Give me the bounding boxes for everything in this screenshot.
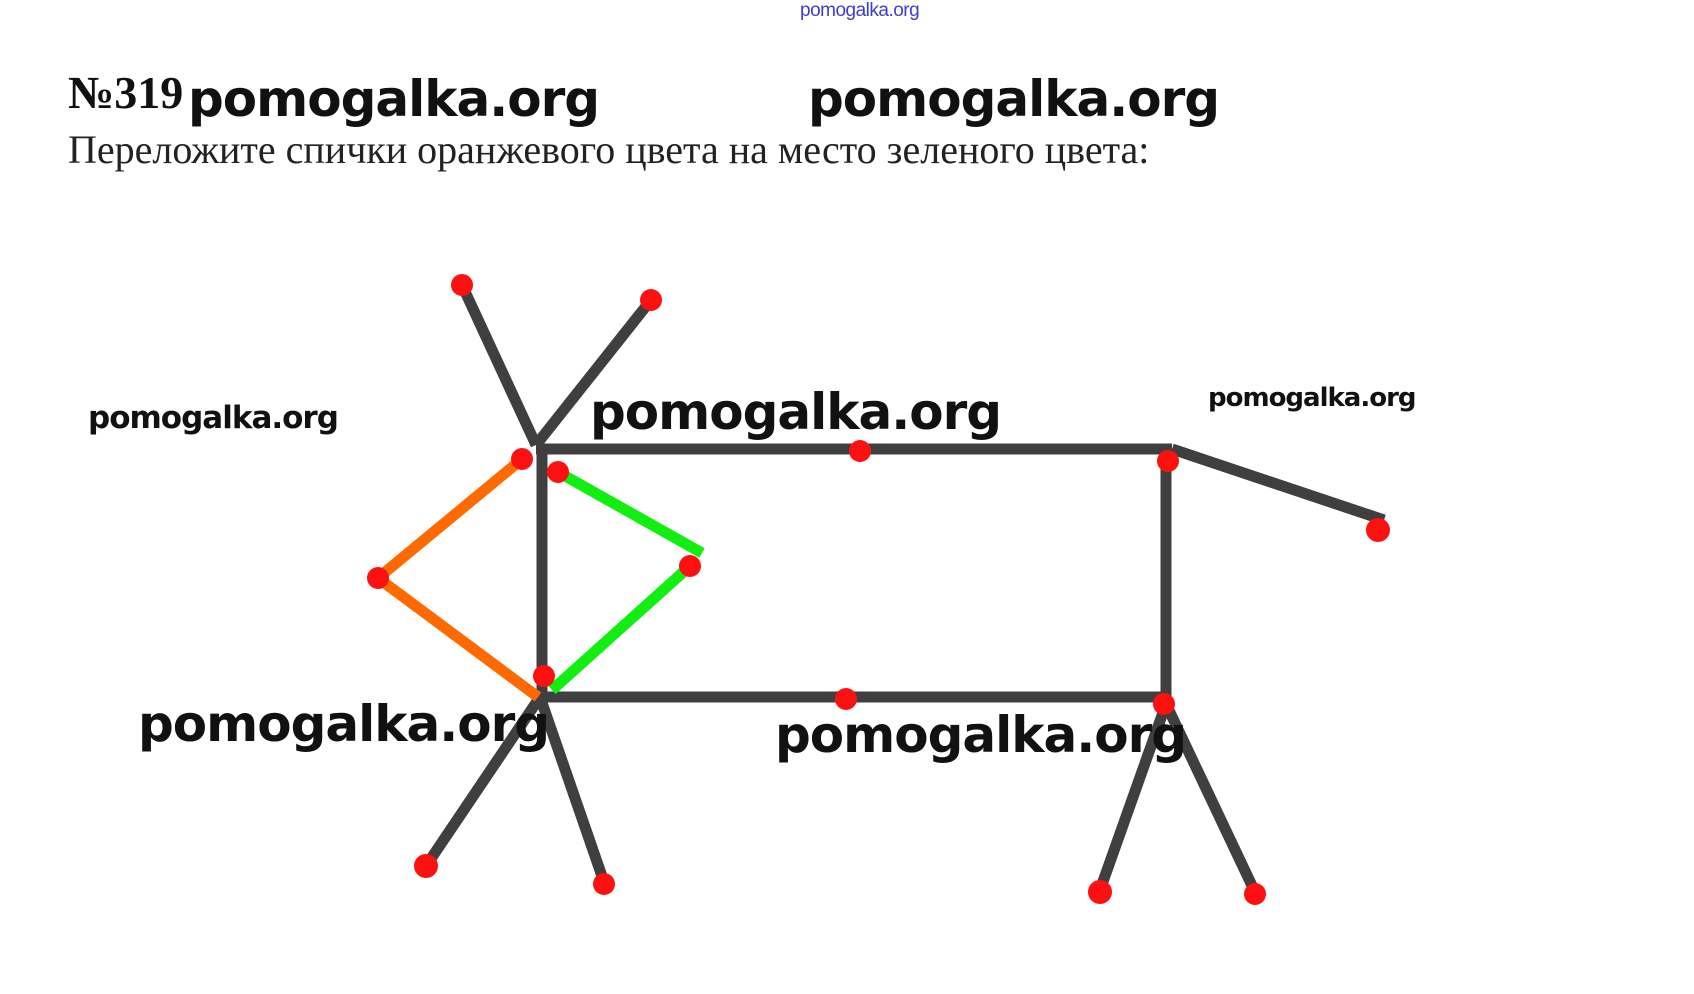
watermark-2: pomogalka.org (808, 70, 1220, 128)
match-head-top-right (1157, 450, 1179, 472)
top-watermark: pomogalka.org (800, 0, 920, 21)
watermark-4: pomogalka.org (590, 383, 1002, 441)
match-green-upper (555, 467, 705, 558)
match-head-orange-upper (511, 448, 533, 470)
match-front-leg-right (534, 695, 610, 884)
match-head-green-upper (547, 461, 569, 483)
match-head-back-leg-left (1088, 880, 1112, 904)
instruction-text: Переложите спички оранжевого цвета на ме… (68, 127, 1150, 172)
match-antler-right (531, 296, 656, 449)
watermark-7: pomogalka.org (775, 706, 1187, 764)
match-head-tail (1366, 518, 1390, 542)
match-head-bottom-mid (835, 688, 857, 710)
match-head-green-lower (679, 555, 701, 577)
match-back-leg-left (1094, 702, 1172, 892)
match-head-front-leg-right (593, 873, 615, 895)
match-antler-left (457, 282, 541, 448)
match-back-leg-right (1161, 701, 1260, 895)
match-orange-lower (374, 573, 542, 702)
match-orange-upper (374, 454, 526, 583)
match-head-antler-right (640, 289, 662, 311)
watermark-6: pomogalka.org (138, 695, 550, 753)
match-green-lower (548, 561, 694, 695)
match-head-back-leg-right (1244, 883, 1266, 905)
match-front-leg-left (421, 693, 545, 870)
match-head-bottom-right (1153, 693, 1175, 715)
match-head-orange-lower (367, 567, 389, 589)
watermark-3: pomogalka.org (88, 400, 339, 436)
match-head-top-mid (849, 440, 871, 462)
match-head-front-leg-left (414, 854, 438, 878)
match-tail (1170, 443, 1386, 526)
watermark-1: pomogalka.org (188, 70, 600, 128)
problem-number: №319 (68, 67, 184, 118)
watermark-5: pomogalka.org (1208, 383, 1417, 413)
match-head-front-vertical (533, 665, 555, 687)
match-head-antler-left (451, 274, 473, 296)
